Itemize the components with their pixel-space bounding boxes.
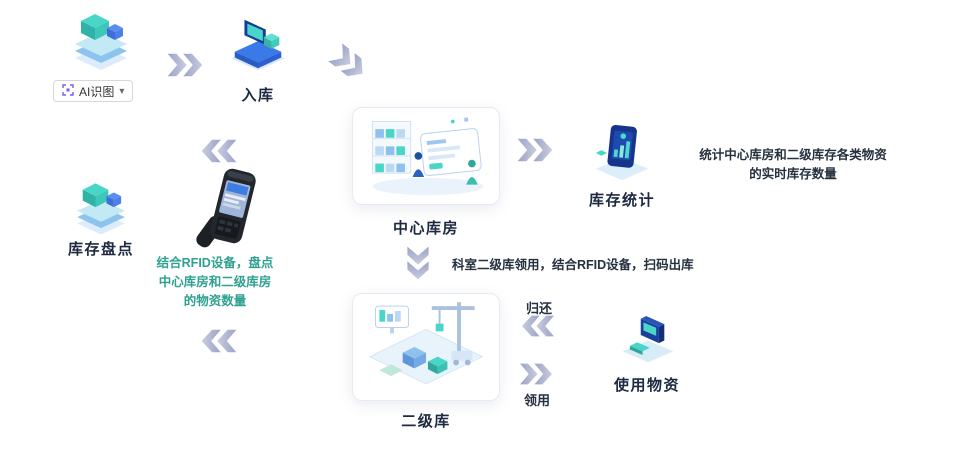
stats-desc-line1: 统计中心库房和二级库存各类物资 (699, 148, 887, 162)
arrow-right-requisition-icon (516, 362, 556, 386)
central-warehouse-illustration (358, 110, 494, 203)
central-warehouse-label: 中心库房 (392, 220, 459, 237)
arrow-right-to-inbound-icon (164, 52, 206, 78)
arrow-down-to-secondary-icon (405, 245, 431, 281)
count-desc-line3: 的物资数量 (183, 294, 247, 308)
requisition-label: 领用 (523, 393, 550, 408)
inventory-count-label: 库存盘点 (67, 241, 134, 258)
inventory-stats-description: 统计中心库房和二级库存各类物资 的实时库存数量 (668, 146, 918, 184)
arrow-right-to-stats-icon (514, 137, 556, 163)
rfid-handheld-scanner (180, 165, 275, 265)
central-warehouse-card (352, 107, 500, 205)
ai-recognition-icon (68, 6, 134, 76)
use-materials-icon (617, 306, 679, 364)
arrow-diagonal-to-central-icon (324, 40, 373, 86)
stats-desc-line2: 的实时库存数量 (749, 167, 837, 181)
inventory-stats-label: 库存统计 (588, 192, 655, 209)
inventory-count-icon (70, 176, 132, 240)
arrow-left-to-count-bottom-icon (198, 328, 240, 354)
secondary-flow-description: 科室二级库领用，结合RFID设备，扫码出库 (452, 258, 694, 272)
inventory-stats-icon (591, 122, 653, 182)
ai-vision-button[interactable]: AI识图 ▾ (53, 80, 134, 102)
count-desc-line1: 结合RFID设备，盘点 (156, 256, 274, 270)
return-label: 归还 (525, 301, 552, 316)
arrow-left-to-count-top-icon (198, 138, 240, 164)
chevron-down-icon: ▾ (119, 85, 125, 97)
count-desc-line2: 中心库房和二级库房 (158, 275, 272, 289)
secondary-warehouse-illustration (358, 296, 494, 399)
inbound-icon (227, 12, 289, 74)
secondary-warehouse-card (352, 293, 500, 401)
inbound-label: 入库 (241, 87, 275, 104)
ai-vision-button-label: AI识图 (79, 84, 115, 99)
inventory-count-description: 结合RFID设备，盘点 中心库房和二级库房 的物资数量 (145, 254, 285, 311)
use-materials-label: 使用物资 (613, 377, 680, 394)
ai-scan-icon (62, 83, 74, 99)
arrow-left-return-icon (518, 314, 558, 338)
secondary-warehouse-label: 二级库 (401, 413, 451, 430)
